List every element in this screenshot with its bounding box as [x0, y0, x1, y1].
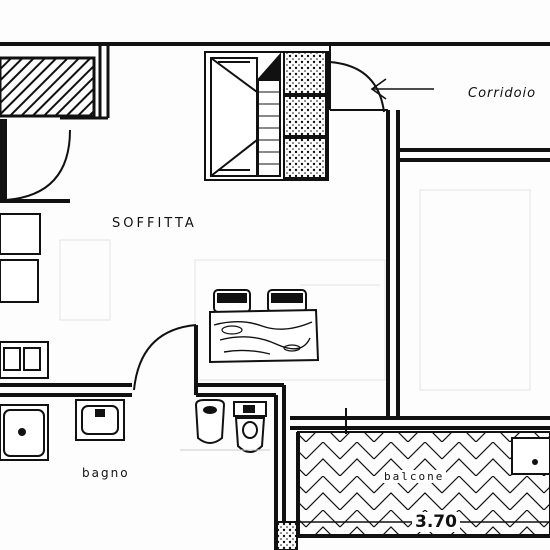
left-door-swing — [0, 119, 71, 203]
stair-unit — [204, 51, 329, 181]
dimension-label: 3.70 — [412, 512, 460, 532]
walls — [0, 42, 550, 550]
room-label-bagno: bagno — [82, 466, 130, 480]
corridor-door-swing — [329, 44, 388, 113]
bathroom-fixtures — [0, 399, 267, 461]
hatched-beam — [0, 56, 96, 118]
room-label-balcone: balcone — [382, 470, 447, 483]
left-cabinets — [0, 213, 49, 379]
room-label-soffitta: SOFFITTA — [112, 216, 197, 231]
ghost-background-lines — [59, 189, 531, 391]
bathroom-door-swing — [133, 324, 197, 391]
table-and-chairs — [209, 289, 320, 364]
room-label-corridoio: Corridoio — [468, 86, 537, 101]
corridor-arrow-icon — [370, 78, 434, 100]
pier — [276, 521, 298, 550]
